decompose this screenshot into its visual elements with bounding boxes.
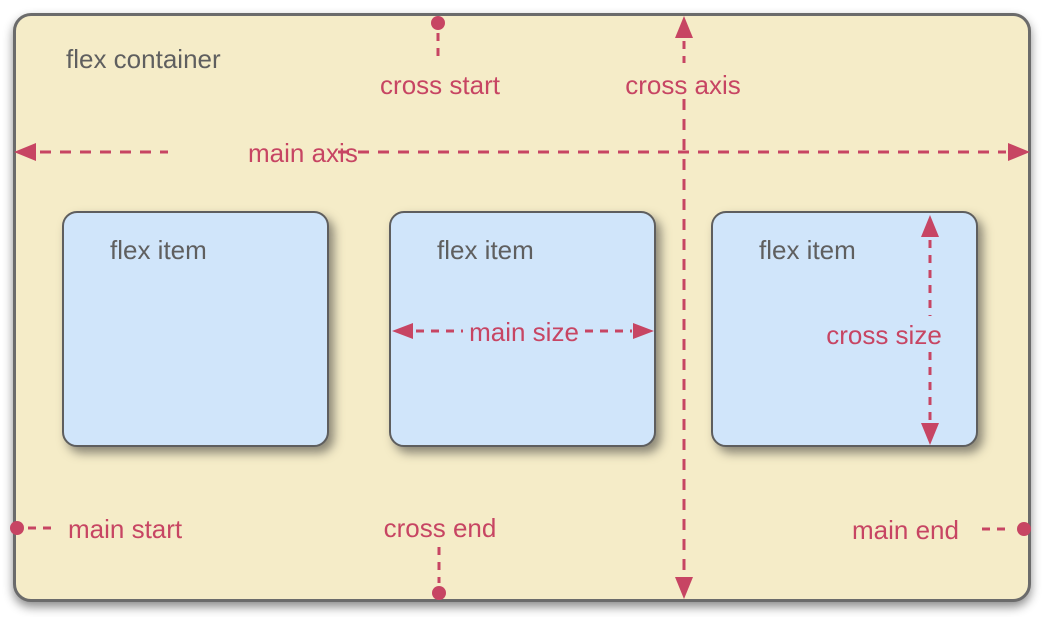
cross-start-label: cross start xyxy=(380,70,500,100)
flex-item-1-label: flex item xyxy=(110,235,207,265)
cross-end-label: cross end xyxy=(383,513,497,543)
cross-axis-label: cross axis xyxy=(625,70,741,100)
flex-item-2-label: flex item xyxy=(437,235,534,265)
flex-item-3-label: flex item xyxy=(759,235,856,265)
cross-size-label: cross size xyxy=(826,320,942,350)
flex-item-2: flex item xyxy=(389,211,656,447)
main-end-label: main end xyxy=(852,515,959,545)
flex-item-3: flex item xyxy=(711,211,978,447)
main-start-label: main start xyxy=(68,514,183,544)
main-axis-label: main axis xyxy=(248,138,358,168)
flex-container-label: flex container xyxy=(66,44,221,74)
flex-item-1: flex item xyxy=(62,211,329,447)
main-size-label: main size xyxy=(469,317,579,347)
